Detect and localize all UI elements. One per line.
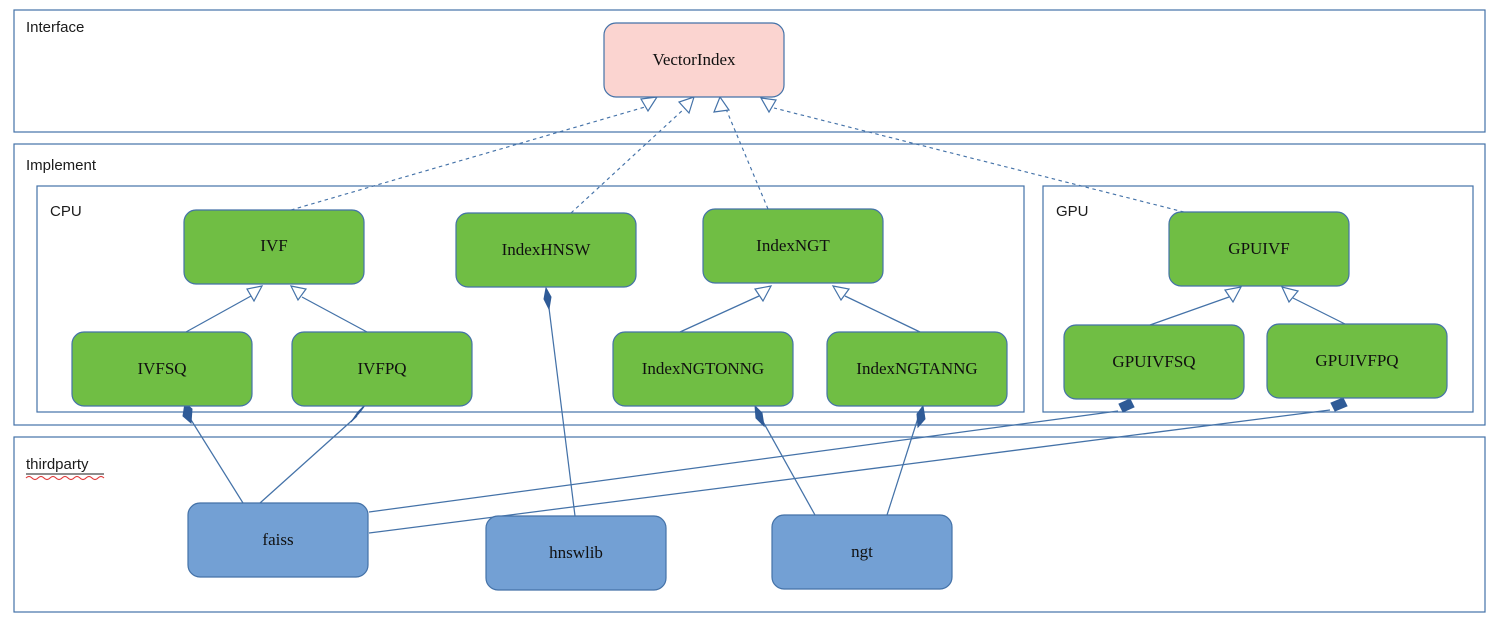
node-label-indexngtonng: IndexNGTONNG bbox=[642, 359, 764, 378]
node-indexngtanng[interactable]: IndexNGTANNG bbox=[826, 331, 1008, 407]
container-label-cpu: CPU bbox=[50, 203, 82, 220]
node-label-ivfsq: IVFSQ bbox=[137, 359, 186, 378]
edge-hnswlib-to-indexhnsw[interactable] bbox=[543, 286, 576, 517]
node-label-gpuivfpq: GPUIVFPQ bbox=[1315, 351, 1398, 370]
container-label-thirdparty: thirdparty bbox=[26, 456, 89, 473]
edge-ngt-to-indexngtonng[interactable] bbox=[754, 404, 816, 516]
node-label-gpuivfsq: GPUIVFSQ bbox=[1112, 352, 1195, 371]
spellcheck-squiggle-icon bbox=[25, 475, 105, 481]
edge-indexngtonng-to-indexngt[interactable] bbox=[679, 285, 773, 333]
node-vectorindex[interactable]: VectorIndex bbox=[603, 22, 785, 98]
edge-gpuivfsq-to-gpuivf[interactable] bbox=[1149, 286, 1243, 326]
node-ngt[interactable]: ngt bbox=[771, 514, 953, 590]
edge-faiss-to-ivfsq[interactable] bbox=[182, 402, 244, 504]
edge-ngt-to-indexngtanng[interactable] bbox=[886, 404, 926, 516]
edge-ivfsq-to-ivf[interactable] bbox=[185, 285, 264, 333]
node-gpuivfpq[interactable]: GPUIVFPQ bbox=[1266, 323, 1448, 399]
edge-gpuivf-to-vectorindex[interactable] bbox=[759, 97, 1185, 213]
node-label-ivfpq: IVFPQ bbox=[357, 359, 406, 378]
node-label-faiss: faiss bbox=[262, 530, 293, 549]
edge-gpuivfpq-to-gpuivf[interactable] bbox=[1280, 286, 1346, 325]
edge-group-composition bbox=[182, 286, 1348, 534]
node-ivf[interactable]: IVF bbox=[183, 209, 365, 285]
node-label-indexngtanng: IndexNGTANNG bbox=[856, 359, 977, 378]
node-label-ngt: ngt bbox=[851, 542, 873, 561]
node-indexhnsw[interactable]: IndexHNSW bbox=[455, 212, 637, 288]
node-label-hnswlib: hnswlib bbox=[549, 543, 603, 562]
edge-faiss-to-ivfpq[interactable] bbox=[259, 403, 367, 504]
edge-faiss-to-gpuivfsq[interactable] bbox=[368, 398, 1135, 513]
node-label-indexhnsw: IndexHNSW bbox=[502, 240, 592, 259]
edge-indexngt-to-vectorindex[interactable] bbox=[713, 95, 769, 210]
container-label-gpu: GPU bbox=[1056, 203, 1089, 220]
node-label-indexngt: IndexNGT bbox=[756, 236, 830, 255]
node-gpuivfsq[interactable]: GPUIVFSQ bbox=[1063, 324, 1245, 400]
edge-indexhnsw-to-vectorindex[interactable] bbox=[570, 96, 695, 214]
node-label-vectorindex: VectorIndex bbox=[652, 50, 736, 69]
edge-group-realization bbox=[290, 95, 1185, 214]
container-label-implement: Implement bbox=[26, 157, 97, 174]
node-hnswlib[interactable]: hnswlib bbox=[485, 515, 667, 591]
node-gpuivf[interactable]: GPUIVF bbox=[1168, 211, 1350, 287]
container-label-interface: Interface bbox=[26, 19, 84, 36]
edge-ivf-to-vectorindex[interactable] bbox=[290, 96, 659, 211]
node-label-ivf: IVF bbox=[260, 236, 287, 255]
node-ivfpq[interactable]: IVFPQ bbox=[291, 331, 473, 407]
edge-indexngtanng-to-indexngt[interactable] bbox=[831, 285, 921, 333]
node-ivfsq[interactable]: IVFSQ bbox=[71, 331, 253, 407]
node-faiss[interactable]: faiss bbox=[187, 502, 369, 578]
edge-ivfpq-to-ivf[interactable] bbox=[289, 285, 368, 333]
node-indexngtonng[interactable]: IndexNGTONNG bbox=[612, 331, 794, 407]
node-indexngt[interactable]: IndexNGT bbox=[702, 208, 884, 284]
node-label-gpuivf: GPUIVF bbox=[1228, 239, 1289, 258]
edge-faiss-to-gpuivfpq[interactable] bbox=[368, 397, 1348, 534]
edge-group-generalization bbox=[185, 285, 1346, 333]
